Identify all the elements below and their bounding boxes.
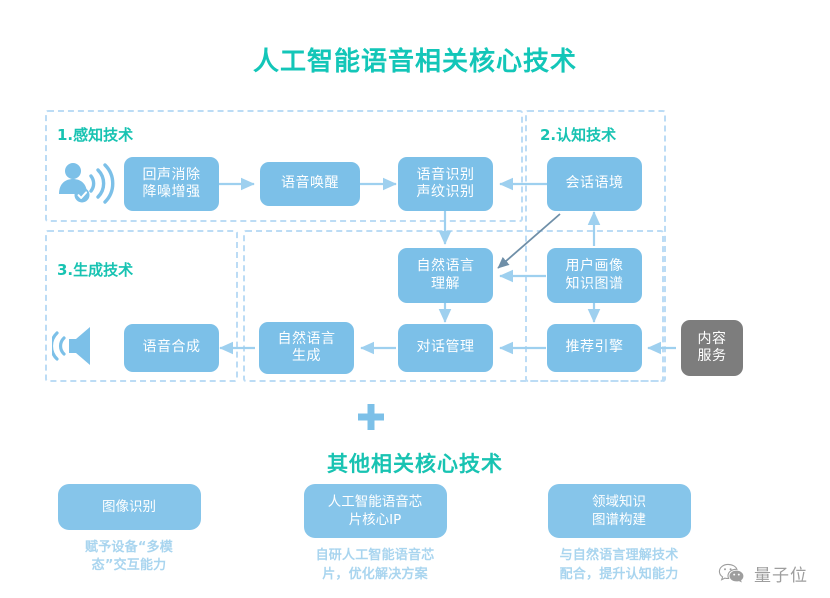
node-user-profile-kg[interactable]: 用户画像 知识图谱 <box>547 248 642 303</box>
bottom-card-title[interactable]: 图像识别 <box>57 484 201 530</box>
group-label-cognition: 2.认知技术 <box>540 126 617 144</box>
node-recommendation-engine[interactable]: 推荐引擎 <box>547 324 642 372</box>
node-echo-cancellation[interactable]: 回声消除 降噪增强 <box>124 157 219 211</box>
node-content-service[interactable]: 内容 服务 <box>681 320 743 376</box>
bottom-card-caption: 自研人工智能语音芯 片，优化解决方案 <box>315 548 435 582</box>
watermark: 量子位 <box>718 561 808 586</box>
node-nlg[interactable]: 自然语言 生成 <box>259 322 354 374</box>
node-speech-recognition[interactable]: 语音识别 声纹识别 <box>398 157 493 211</box>
group-label-generation: 3.生成技术 <box>57 261 134 279</box>
section-subtitle: 其他相关核心技术 <box>327 452 503 476</box>
plus-icon <box>358 404 384 430</box>
speaker-icon <box>52 320 114 372</box>
bottom-card-title[interactable]: 领域知识 图谱构建 <box>547 484 691 539</box>
node-nlu[interactable]: 自然语言 理解 <box>398 248 493 303</box>
watermark-text: 量子位 <box>754 566 808 586</box>
bottom-card-caption: 与自然语言理解技术 配合，提升认知能力 <box>559 548 679 582</box>
group-box-core <box>243 230 664 382</box>
bottom-card-caption: 赋予设备“多模 态”交互能力 <box>85 540 173 574</box>
bottom-card-title[interactable]: 人工智能语音芯 片核心IP <box>303 484 447 539</box>
node-voice-wakeup[interactable]: 语音唤醒 <box>260 162 360 206</box>
bottom-card-image-recognition: 图像识别 赋予设备“多模 态”交互能力 <box>31 484 227 575</box>
node-conversation-context[interactable]: 会话语境 <box>547 157 642 211</box>
page-title: 人工智能语音相关核心技术 <box>252 47 577 77</box>
wechat-icon <box>718 562 746 586</box>
group-box-perception <box>45 110 523 222</box>
node-tts[interactable]: 语音合成 <box>124 324 219 372</box>
bottom-card-domain-knowledge-graph: 领域知识 图谱构建 与自然语言理解技术 配合，提升认知能力 <box>521 484 717 584</box>
group-label-perception: 1.感知技术 <box>57 126 134 144</box>
group-box-generation <box>45 230 238 382</box>
bottom-card-ai-voice-chip: 人工智能语音芯 片核心IP 自研人工智能语音芯 片，优化解决方案 <box>277 484 473 584</box>
node-dialog-management[interactable]: 对话管理 <box>398 324 493 372</box>
person-voice-icon <box>55 158 115 208</box>
